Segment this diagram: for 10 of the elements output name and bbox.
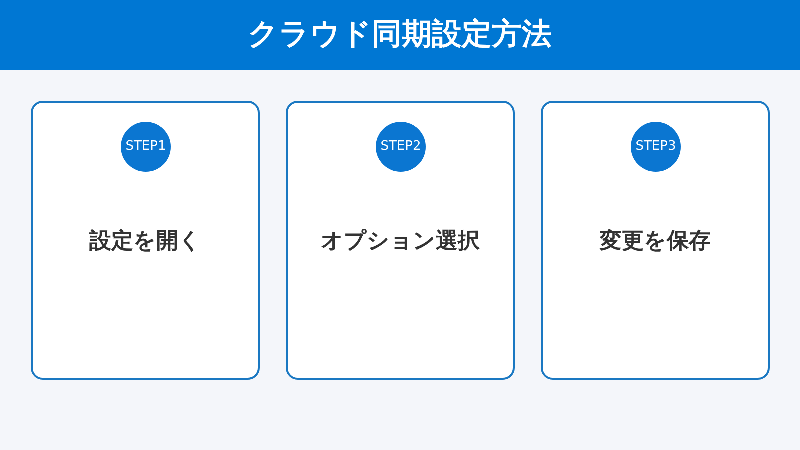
step-card <box>31 101 260 380</box>
step-badge: STEP3 <box>631 122 681 172</box>
step-title: オプション選択 <box>320 228 481 256</box>
step-badge: STEP2 <box>376 122 426 172</box>
title-banner: クラウド同期設定方法 <box>0 0 800 70</box>
step-title: 設定を開く <box>88 228 202 256</box>
step-badge: STEP1 <box>121 122 171 172</box>
step-card <box>541 101 770 380</box>
step-card <box>286 101 515 380</box>
step-title: 変更を保存 <box>598 228 712 256</box>
